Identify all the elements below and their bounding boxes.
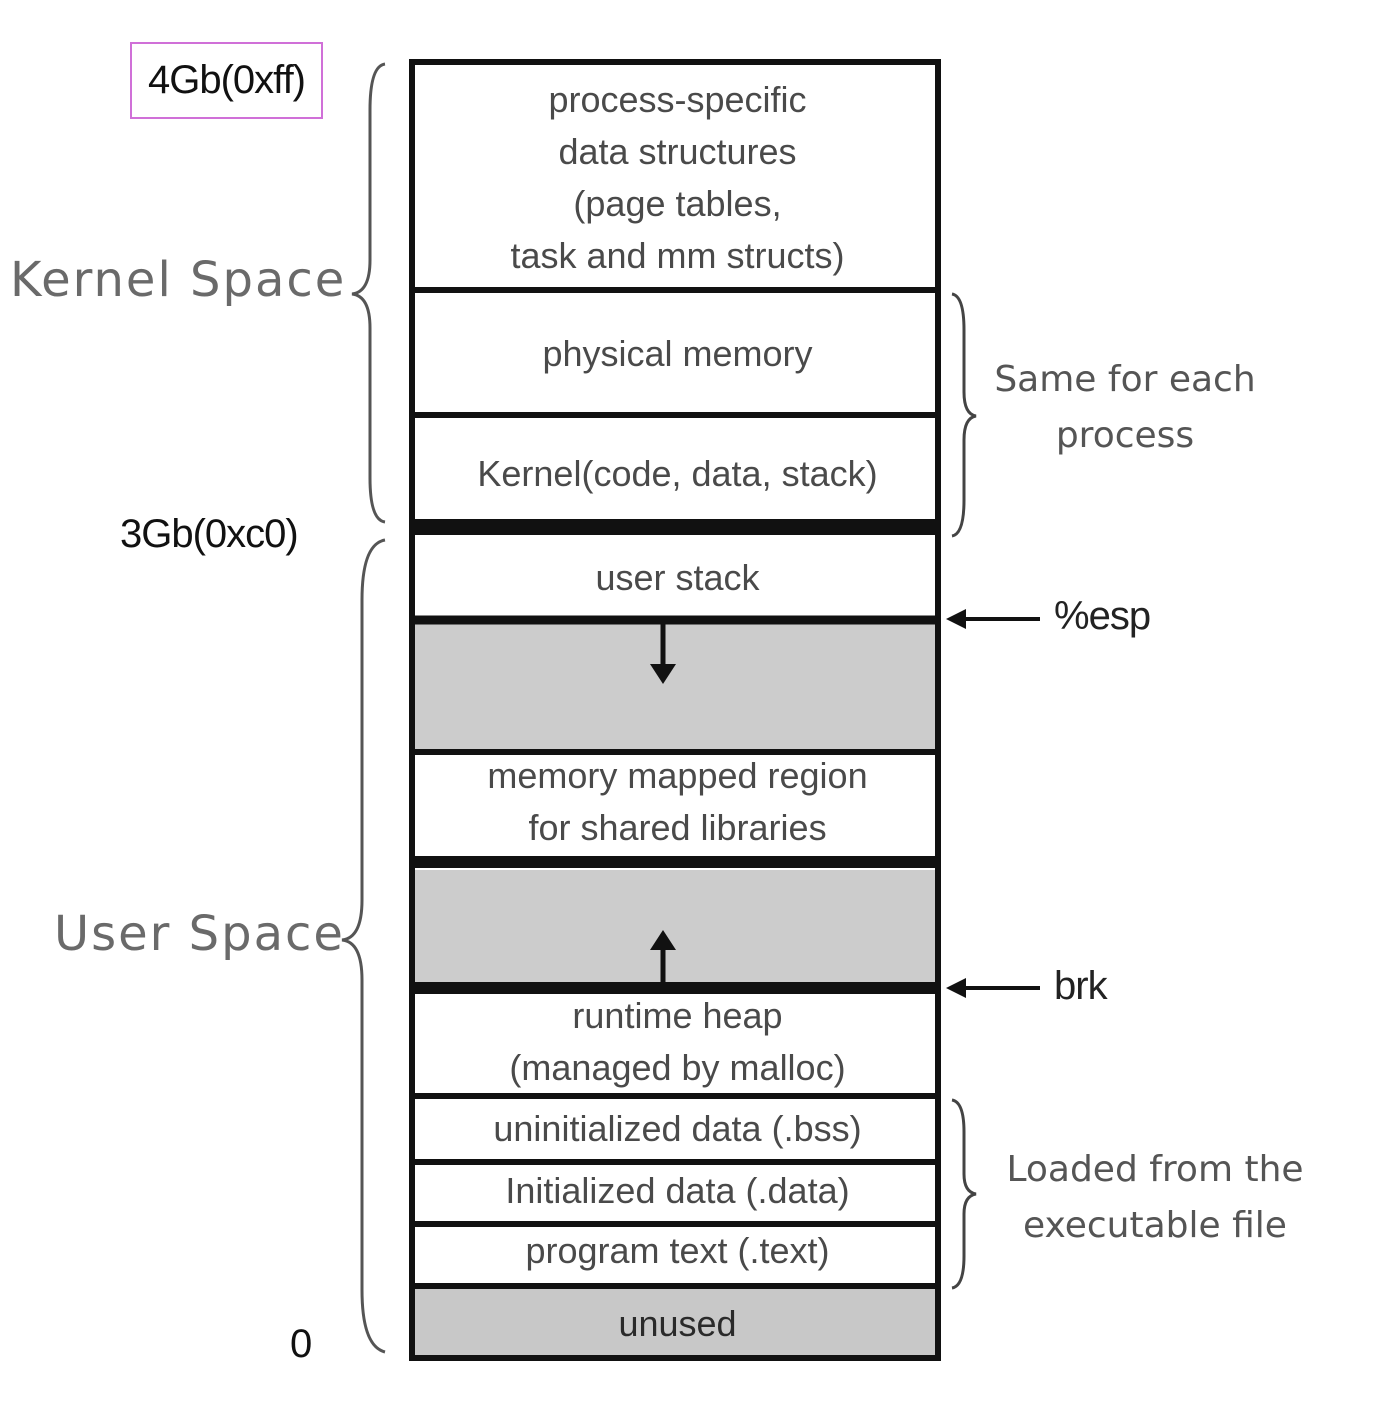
bss-segment-label: uninitialized data (.bss) [493, 1108, 862, 1149]
physical-memory-segment-label: physical memory [542, 333, 813, 374]
text-segment-label: program text (.text) [525, 1230, 830, 1271]
kernel-space-brace [351, 62, 386, 524]
heap-grow-up-arrow [650, 930, 676, 986]
stack-growth-region [414, 624, 936, 750]
memory-column-border [409, 59, 941, 1361]
heap-growth-region [414, 870, 936, 986]
address-4gb: 4Gb(0xff) [148, 58, 306, 102]
mmap-segment-label: memory mapped region for shared librarie… [487, 755, 868, 848]
data-segment-label: Initialized data (.data) [505, 1170, 850, 1211]
address-3gb: 3Gb(0xc0) [120, 512, 299, 556]
stack-grow-down-arrow [650, 624, 676, 684]
address-zero: 0 [290, 1322, 312, 1366]
top-address-box: 4Gb(0xff) [130, 42, 323, 119]
kernel-space-label: Kernel Space [10, 252, 347, 308]
user-space-label: User Space [54, 906, 345, 962]
esp-pointer-arrow [946, 609, 1040, 629]
unused-segment-label: unused [618, 1303, 737, 1344]
process-specific-segment-label: process-specific data structures (page t… [510, 79, 845, 276]
brk-pointer-label: brk [1054, 964, 1108, 1008]
same-for-each-brace [951, 292, 977, 538]
brk-pointer-arrow [946, 978, 1040, 998]
unused-region [414, 1288, 936, 1356]
kernel-code-segment-label: Kernel(code, data, stack) [477, 453, 878, 494]
heap-segment-label: runtime heap (managed by malloc) [509, 995, 846, 1088]
esp-pointer-label: %esp [1054, 594, 1151, 638]
user-stack-segment-label: user stack [595, 557, 760, 598]
loaded-from-file-brace [951, 1098, 977, 1290]
loaded-from-file-label: Loaded from the executable file [1006, 1149, 1304, 1246]
user-space-brace [341, 538, 386, 1354]
same-for-each-process-label: Same for each process [994, 359, 1256, 456]
segment-dividers [412, 287, 938, 1289]
